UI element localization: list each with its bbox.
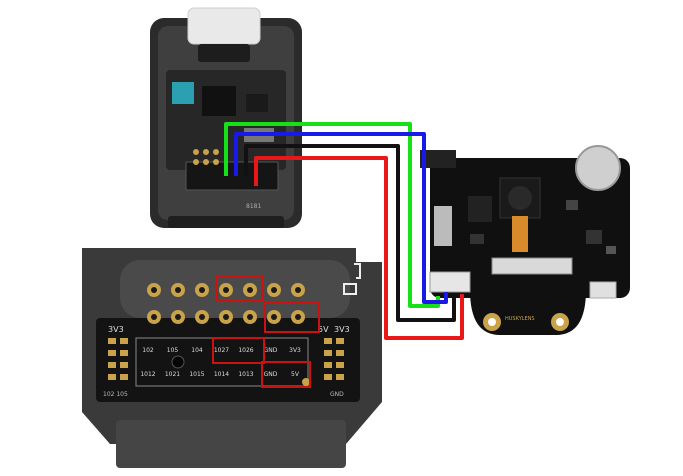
gold-pad-hole: [223, 314, 229, 320]
gold-pad-hole: [271, 287, 277, 293]
gold-pad-hole: [175, 287, 181, 293]
huskylens-chip: [468, 196, 492, 222]
gold-pad-hole: [295, 314, 301, 320]
wire-red: [254, 156, 464, 340]
wire-black: [244, 144, 456, 322]
label-gnd-right: GND: [330, 391, 344, 398]
label-5v: 5V: [318, 325, 329, 334]
controller-chip-small: [246, 94, 268, 112]
gold-pad-hole: [247, 287, 253, 293]
wire-blue: [234, 132, 448, 304]
expansion-housing-base: [116, 420, 346, 468]
gold-pad-hole: [151, 314, 157, 320]
highlight-labels-gnd-5v: [261, 361, 311, 388]
gold-pad-hole: [295, 287, 301, 293]
pin-label: GND: [264, 371, 278, 378]
gold-pad-hole: [247, 314, 253, 320]
camera-ribbon: [512, 216, 528, 252]
highlight-labels-1027-1026: [212, 337, 265, 364]
highlight-pads-top: [216, 275, 263, 302]
pin-label: 1012: [140, 371, 155, 378]
pin-label: 1014: [214, 371, 229, 378]
controller-header: [185, 161, 279, 191]
huskylens-battery: [575, 145, 621, 191]
huskylens-pcb: [430, 158, 630, 298]
camera-lens: [508, 186, 532, 210]
board-pad-small: [302, 378, 310, 386]
controller-chip-cyan: [172, 82, 194, 104]
controller-code-label: 8181: [246, 203, 261, 210]
label-3v3-left: 3V3: [108, 325, 124, 334]
pin-label: 104: [191, 347, 203, 354]
controller-pads: [193, 149, 219, 165]
huskylens-fpc-connector: [491, 257, 573, 275]
board-mount-hole: [171, 355, 185, 369]
expansion-pcb: [96, 318, 360, 402]
pin-label: 1026: [238, 347, 253, 354]
highlight-boxes: [212, 275, 320, 388]
huskylens-board: HUSKYLENS: [420, 145, 630, 335]
huskylens-button: [420, 150, 456, 168]
gold-pad-hole: [151, 287, 157, 293]
right-side-pads: [324, 338, 344, 380]
pin-label: 105: [167, 347, 179, 354]
huskylens-small-parts: [470, 200, 616, 254]
controller-slot: [198, 44, 250, 62]
gold-pads: [147, 283, 305, 324]
gold-pad-hole: [199, 287, 205, 293]
controller-base: [168, 216, 284, 228]
controller-device: 8181: [150, 7, 302, 228]
wire-green: [224, 122, 440, 308]
housing-notch: [354, 263, 361, 279]
gold-pad-hole: [223, 287, 229, 293]
label-3v3-right: 3V3: [334, 325, 350, 334]
gold-pad-hole: [175, 314, 181, 320]
pin-label: 1015: [189, 371, 204, 378]
controller-connector-cap: [187, 7, 261, 45]
controller-chip: [202, 86, 236, 116]
huskylens-brand-label: HUSKYLENS: [505, 316, 535, 322]
left-side-pads: [108, 338, 128, 380]
expansion-pad-area: [120, 260, 350, 318]
gold-pad-hole: [199, 314, 205, 320]
housing-notch-box: [343, 283, 357, 295]
label-bottom-left: 102 105: [103, 391, 128, 398]
huskylens-side-connector: [434, 206, 452, 246]
huskylens-4pin-header: [429, 271, 471, 293]
pin-label: GND: [264, 347, 278, 354]
pin-label: 3V3: [289, 347, 301, 354]
pin-label: 5V: [291, 371, 300, 378]
huskylens-usb-port: [589, 281, 617, 299]
pin-label: 1013: [238, 371, 253, 378]
gold-pad-hole: [271, 314, 277, 320]
wires: [224, 122, 464, 340]
pin-label: 1027: [214, 347, 229, 354]
pin-label: 102: [142, 347, 154, 354]
pin-label: 1021: [165, 371, 180, 378]
highlight-pads-bottom: [264, 301, 320, 333]
